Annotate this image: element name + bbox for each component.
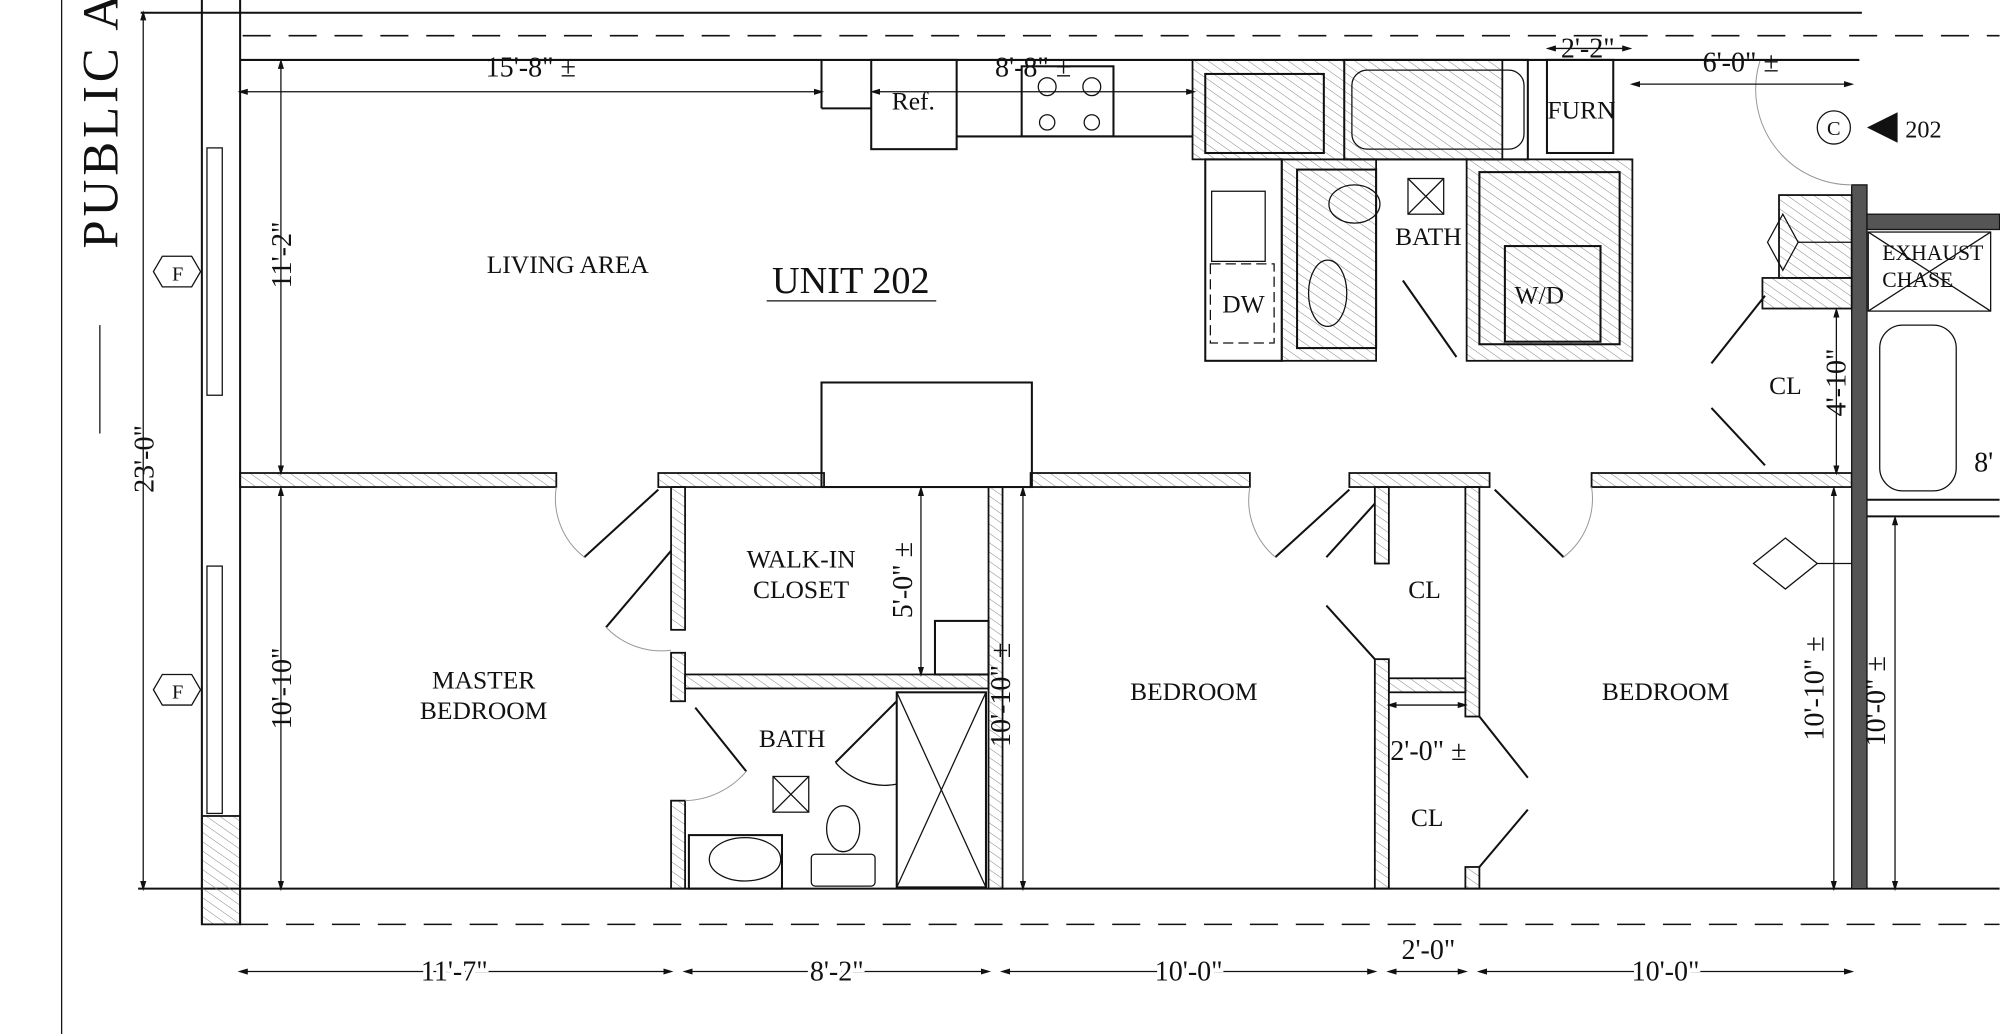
label-refrigerator: Ref. [892,87,935,116]
svg-text:8': 8' [1974,448,1993,479]
label-exhaust-1: EXHAUST [1882,241,1983,265]
doors[interactable] [554,61,1852,868]
svg-text:202: 202 [1905,117,1941,144]
label-washer-dryer: W/D [1515,280,1565,309]
label-living-area: LIVING AREA [487,250,650,279]
svg-text:23'-0": 23'-0" [129,425,160,493]
left-exterior-wall [200,0,242,926]
svg-text:2'-0": 2'-0" [1401,935,1455,966]
label-closet-3: CL [1769,371,1802,400]
partition-walls [239,184,2000,890]
svg-text:10'-0": 10'-0" [1632,956,1700,987]
svg-text:10'-10" ±: 10'-10" ± [1800,636,1831,740]
label-walk-in-2: CLOSET [753,575,850,604]
master-bath-fixtures [687,691,987,890]
svg-text:5'-0" ±: 5'-0" ± [888,542,919,618]
label-closet-1: CL [1408,575,1441,604]
kitchen [820,58,1634,362]
svg-text:10'-0" ±: 10'-0" ± [1861,656,1892,746]
svg-text:C: C [1827,118,1841,140]
corridor: PUBLIC A [60,0,2000,1034]
label-closet-2: CL [1411,803,1444,832]
unit-pointer: 202 [1866,112,1942,144]
dimension-lines [140,10,1899,975]
svg-text:11'-2": 11'-2" [267,222,298,289]
unit-title: UNIT 202 [772,260,930,302]
svg-text:10'-10" ±: 10'-10" ± [986,643,1017,747]
svg-text:F: F [172,682,183,704]
svg-text:4'-10": 4'-10" [1821,349,1852,417]
label-dishwasher: DW [1222,289,1264,318]
door-tag: C [1816,110,1852,145]
label-master-bedroom-2: BEDROOM [420,696,547,725]
label-bath-master: BATH [759,724,826,753]
window-tag-2: F [152,673,202,706]
corridor-label: PUBLIC A [74,0,130,249]
svg-text:6'-0" ±: 6'-0" ± [1703,47,1779,78]
svg-text:F: F [172,263,183,285]
svg-text:11'-7": 11'-7" [421,956,488,987]
svg-text:15'-8" ±: 15'-8" ± [486,52,576,83]
label-walk-in-1: WALK-IN [747,544,856,573]
svg-text:10'-10": 10'-10" [267,648,298,730]
label-furnace: FURN [1547,96,1615,125]
svg-text:10'-0": 10'-0" [1155,956,1223,987]
label-bath-main: BATH [1395,222,1462,251]
right-side-elements [1752,194,2000,590]
label-master-bedroom-1: MASTER [432,665,535,694]
label-exhaust-2: CHASE [1882,268,1953,292]
svg-text:2'-2": 2'-2" [1561,33,1615,64]
svg-text:8'-8" ±: 8'-8" ± [995,52,1071,83]
svg-text:8'-2": 8'-2" [810,956,864,987]
window-tag-1: F [152,255,202,288]
room-labels: UNIT 202 LIVING AREA MASTER BEDROOM WALK… [420,87,1983,833]
label-bedroom-2: BEDROOM [1602,677,1729,706]
svg-text:2'-0" ±: 2'-0" ± [1390,736,1466,767]
label-bedroom-1: BEDROOM [1130,677,1257,706]
dimension-labels: 15'-8" ± 8'-8" ± 2'-2" 6'-0" ± 11'-2" 23… [129,33,1993,991]
